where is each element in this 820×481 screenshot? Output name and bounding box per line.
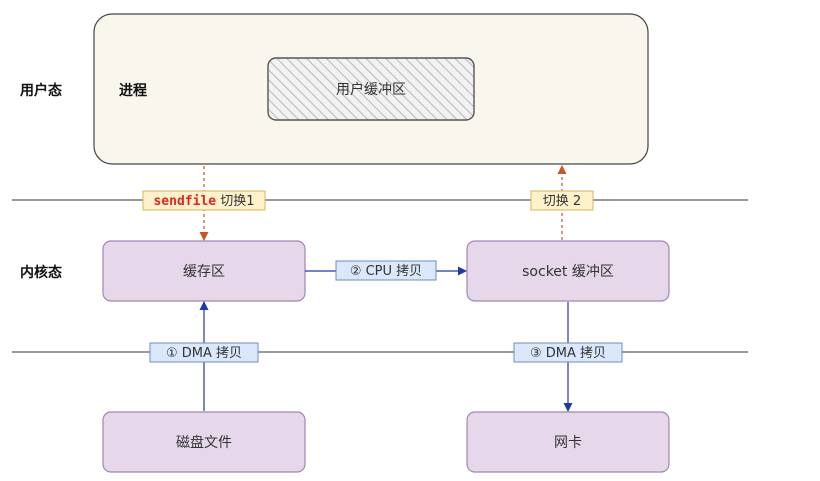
nic-box xyxy=(466,411,670,473)
disk-file-box xyxy=(102,411,306,473)
dma-copy-3-label-box xyxy=(513,342,623,363)
switch-2-label-box xyxy=(530,190,594,211)
cpu-copy-label-box xyxy=(335,260,437,281)
sendfile-label-box xyxy=(142,190,266,211)
user-buffer-box xyxy=(267,57,475,121)
process-title: 进程 xyxy=(119,83,147,99)
sendfile-switch-text: 切换1 xyxy=(216,194,254,209)
user-mode-label: 用户态 xyxy=(20,82,62,99)
nic-label: 网卡 xyxy=(554,435,582,451)
dma-copy-3-label: ③ DMA 拷贝 xyxy=(530,346,606,361)
disk-file-label: 磁盘文件 xyxy=(176,434,232,451)
dma-copy-1-label: ① DMA 拷贝 xyxy=(166,346,242,361)
kernel-mode-label: 内核态 xyxy=(20,264,62,281)
dma-copy-1-label-box xyxy=(149,342,259,363)
switch-2-label: 切换 2 xyxy=(543,194,581,209)
user-buffer-label: 用户缓冲区 xyxy=(336,81,406,98)
page-cache-label: 缓存区 xyxy=(183,264,225,280)
socket-buffer-label: socket 缓冲区 xyxy=(522,264,614,280)
sendfile-keyword: sendfile xyxy=(153,194,216,209)
socket-buffer-box xyxy=(466,240,670,302)
sendfile-label: sendfile 切换1 xyxy=(153,194,254,209)
cpu-copy-label: ② CPU 拷贝 xyxy=(350,264,422,279)
